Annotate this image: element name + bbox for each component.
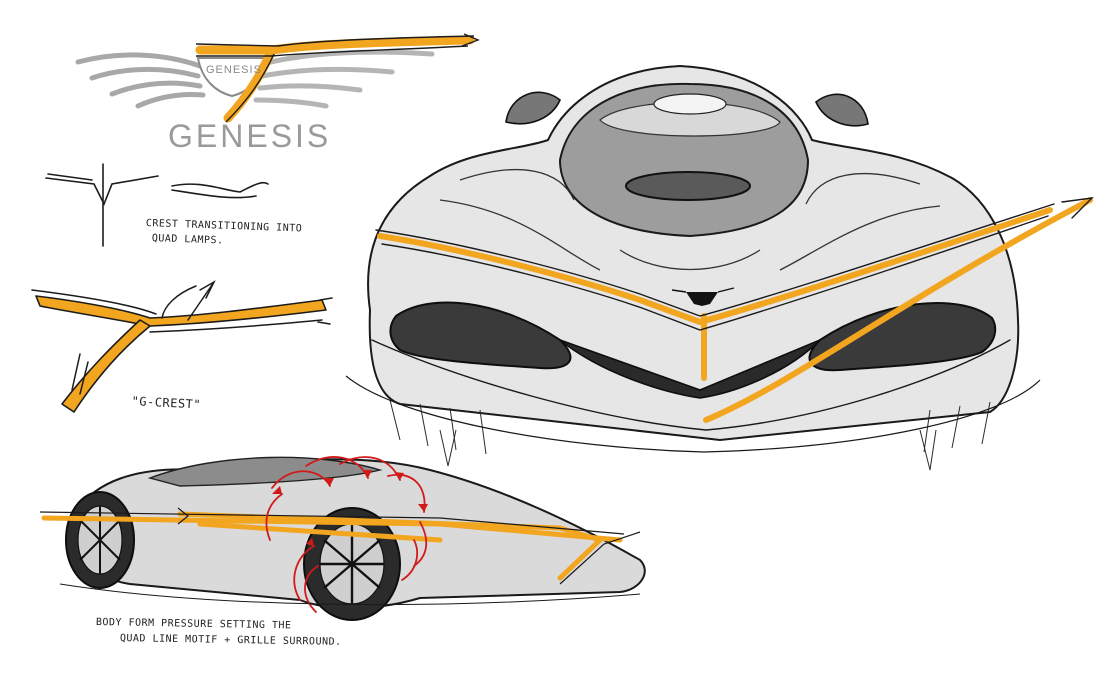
genesis-wordmark: GENESIS [168, 118, 332, 154]
logo-badge-text: GENESIS [206, 64, 262, 76]
rear-wheel [65, 491, 135, 589]
